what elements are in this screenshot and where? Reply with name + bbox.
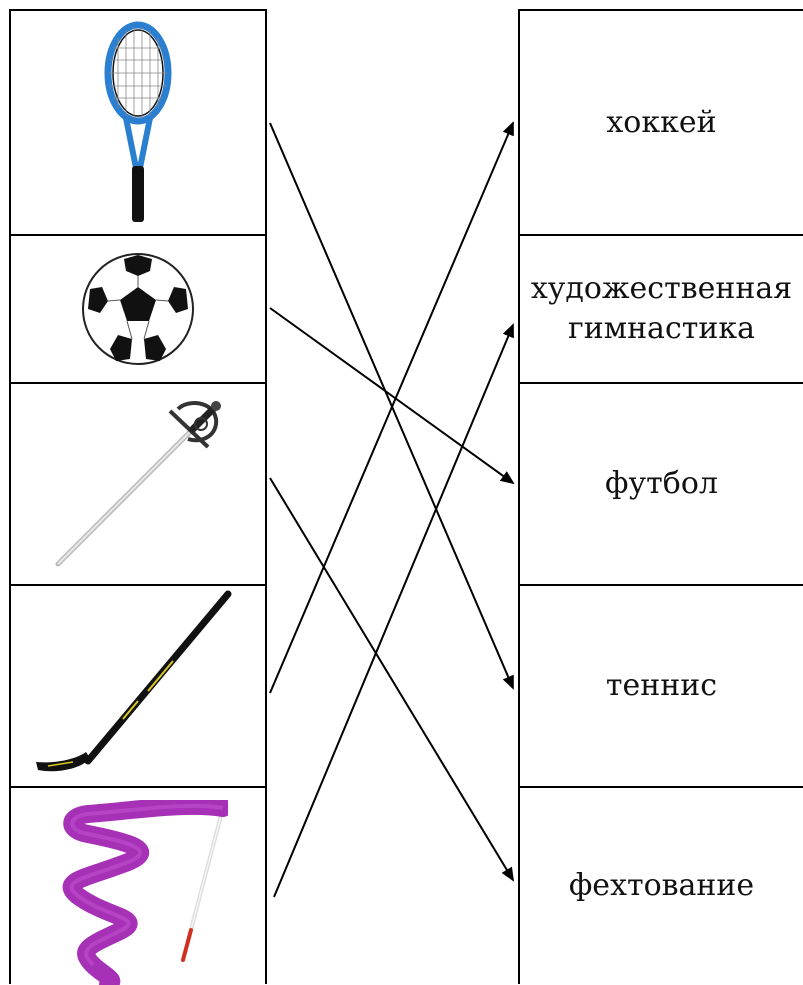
- connection-arrow: [270, 308, 513, 483]
